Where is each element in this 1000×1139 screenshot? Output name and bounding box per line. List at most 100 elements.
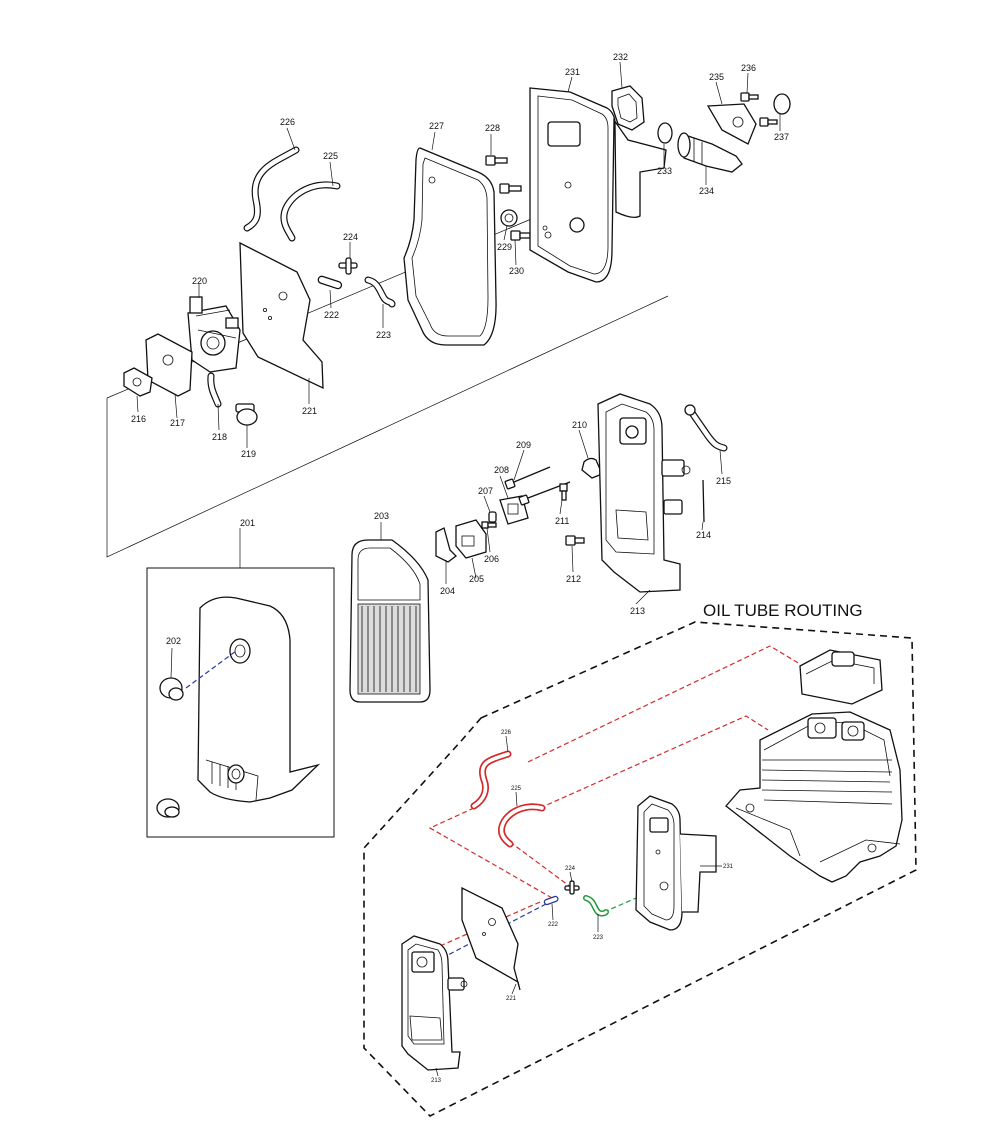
label-209: 209 bbox=[516, 440, 531, 450]
label-218: 218 bbox=[212, 432, 227, 442]
knob-202 bbox=[159, 677, 184, 701]
routing-label-221: 221 bbox=[506, 996, 517, 1002]
label-221: 221 bbox=[302, 406, 317, 416]
gasket-232 bbox=[611, 85, 645, 131]
o-ring-233 bbox=[657, 122, 673, 144]
engine-block bbox=[725, 711, 903, 883]
plate-221 bbox=[239, 241, 324, 390]
knob bbox=[156, 798, 180, 818]
label-223: 223 bbox=[376, 330, 391, 340]
clip-204 bbox=[435, 527, 457, 563]
routing-hose-226 bbox=[470, 750, 512, 810]
routing-outline bbox=[363, 621, 917, 1117]
elbow-223 bbox=[364, 276, 396, 308]
primer-bulb-219 bbox=[235, 403, 258, 426]
part-labels: 201 202 203 204 205 206 207 208 209 210 … bbox=[131, 52, 789, 646]
routing-label-222: 222 bbox=[548, 922, 559, 928]
label-212: 212 bbox=[566, 574, 581, 584]
label-203: 203 bbox=[374, 511, 389, 521]
label-210: 210 bbox=[572, 420, 587, 430]
label-216: 216 bbox=[131, 414, 146, 424]
pin-207 bbox=[488, 511, 497, 523]
routing-label-231: 231 bbox=[723, 864, 734, 870]
screw-236 bbox=[740, 92, 778, 127]
routing-tee-224 bbox=[564, 880, 580, 895]
screw-228 bbox=[485, 155, 508, 166]
label-207: 207 bbox=[478, 486, 493, 496]
label-214: 214 bbox=[696, 530, 711, 540]
route-to-base bbox=[439, 901, 541, 947]
label-236: 236 bbox=[741, 63, 756, 73]
label-237: 237 bbox=[774, 132, 789, 142]
route-226-to-cover bbox=[527, 645, 801, 763]
air-cleaner-cover-inset bbox=[146, 567, 335, 838]
routing-label-213: 213 bbox=[431, 1078, 442, 1084]
routing-label-226: 226 bbox=[501, 730, 512, 736]
gasket-216 bbox=[123, 367, 153, 397]
routing-title: OIL TUBE ROUTING bbox=[703, 601, 863, 620]
route-226-down bbox=[428, 807, 553, 899]
routing-elbow-223 bbox=[583, 895, 609, 917]
hose-226 bbox=[243, 146, 300, 232]
screw-212 bbox=[565, 535, 585, 546]
valve-body-234 bbox=[677, 132, 743, 173]
routing-labels: 226 225 224 222 223 221 231 213 bbox=[431, 730, 734, 1084]
routing-plate-221 bbox=[461, 886, 521, 991]
rod-214 bbox=[702, 479, 705, 523]
cover-231 bbox=[529, 87, 667, 283]
label-233: 233 bbox=[657, 166, 672, 176]
screw bbox=[499, 183, 522, 194]
label-211: 211 bbox=[555, 516, 569, 526]
label-226: 226 bbox=[280, 117, 295, 127]
cap-plate-235 bbox=[706, 103, 757, 145]
label-229: 229 bbox=[497, 242, 512, 252]
base-213 bbox=[597, 393, 691, 593]
label-213: 213 bbox=[630, 606, 645, 616]
label-201: 201 bbox=[240, 518, 255, 528]
label-230: 230 bbox=[509, 266, 524, 276]
label-234: 234 bbox=[699, 186, 714, 196]
routing-hose-225 bbox=[498, 803, 546, 848]
air-filter-203 bbox=[349, 539, 431, 703]
routing-tube-222 bbox=[543, 895, 559, 906]
screw-206 bbox=[481, 521, 497, 529]
label-206: 206 bbox=[484, 554, 499, 564]
label-204: 204 bbox=[440, 586, 455, 596]
label-208: 208 bbox=[494, 465, 509, 475]
grommet-229 bbox=[500, 209, 518, 227]
tube-222 bbox=[317, 275, 343, 290]
hose-225 bbox=[280, 181, 341, 242]
label-228: 228 bbox=[485, 123, 500, 133]
tee-fitting-224 bbox=[338, 257, 358, 275]
routing-label-225: 225 bbox=[511, 786, 522, 792]
fuel-line-218 bbox=[207, 372, 222, 408]
routing-base-213 bbox=[401, 935, 468, 1071]
label-215: 215 bbox=[716, 476, 731, 486]
bolt-209 bbox=[504, 466, 551, 490]
handle-215 bbox=[684, 404, 728, 452]
label-227: 227 bbox=[429, 121, 444, 131]
label-202: 202 bbox=[166, 636, 181, 646]
label-231: 231 bbox=[565, 67, 580, 77]
routing-label-224: 224 bbox=[565, 866, 576, 872]
leader-lines bbox=[136, 61, 781, 679]
rocker-cover bbox=[799, 649, 883, 705]
route-225-down bbox=[509, 841, 573, 889]
cleaner-cover-201 bbox=[197, 596, 321, 803]
label-220: 220 bbox=[192, 276, 207, 286]
route-225-to-head bbox=[539, 715, 769, 809]
gasket-227 bbox=[403, 147, 497, 346]
routing-leaders bbox=[435, 735, 722, 1077]
label-219: 219 bbox=[241, 449, 256, 459]
o-ring-237 bbox=[773, 93, 791, 115]
carburetor-220 bbox=[187, 296, 241, 373]
screw-211 bbox=[559, 483, 568, 501]
label-235: 235 bbox=[709, 72, 724, 82]
label-232: 232 bbox=[613, 52, 628, 62]
label-224: 224 bbox=[343, 232, 358, 242]
routing-cover-231 bbox=[635, 795, 717, 931]
label-217: 217 bbox=[170, 418, 185, 428]
bracket-210 bbox=[581, 457, 603, 479]
assembly-arrow-202 bbox=[185, 650, 237, 689]
